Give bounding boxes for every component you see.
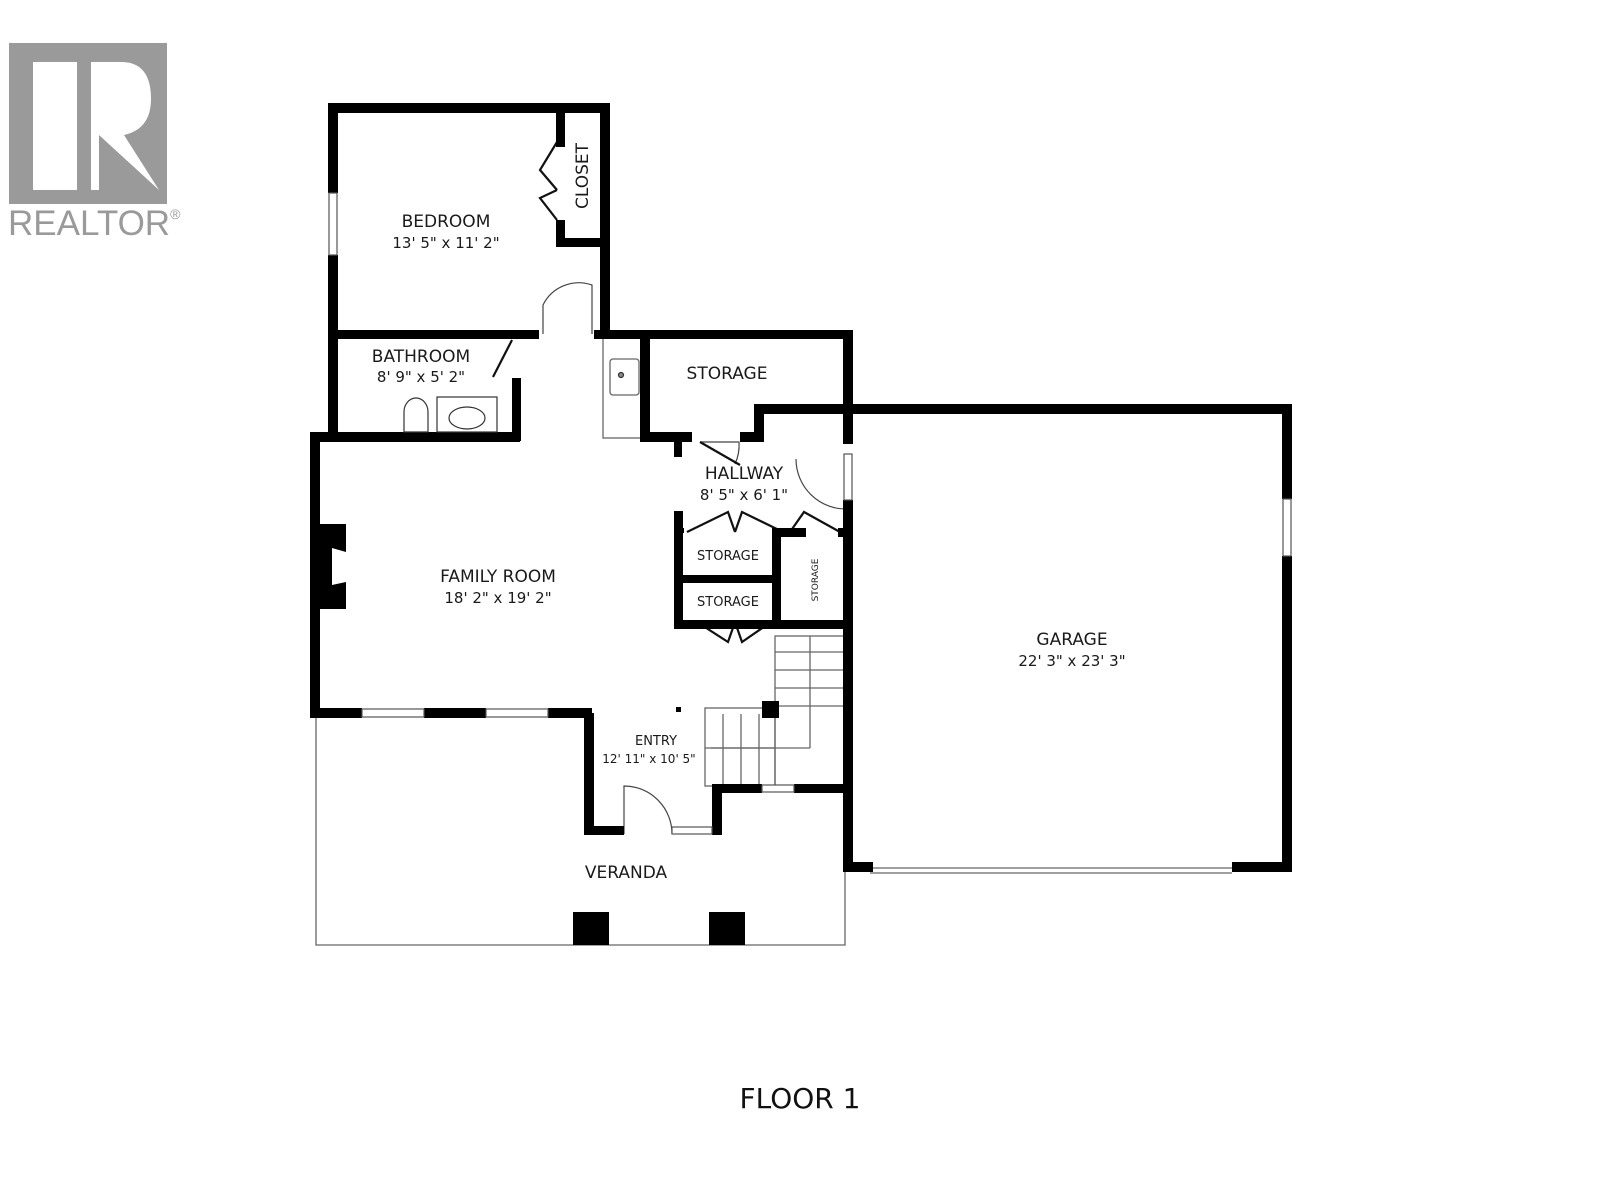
bathroom-label: BATHROOM <box>372 347 470 367</box>
floor-label: FLOOR 1 <box>739 1082 861 1115</box>
bathroom-dims: 8' 9" x 5' 2" <box>377 368 465 386</box>
storage-vertical-label: STORAGE <box>811 558 821 601</box>
family-room-label: FAMILY ROOM <box>440 567 556 587</box>
bathroom-fixtures <box>403 371 625 433</box>
realtor-r-glyph-icon <box>33 62 159 190</box>
garage-label: GARAGE <box>1036 630 1107 650</box>
entry-label: ENTRY <box>635 734 677 749</box>
family-room-dims: 18' 2" x 19' 2" <box>444 589 551 607</box>
realtor-brand-text: REALTOR <box>8 204 171 243</box>
room-labels: BEDROOM 13' 5" x 11' 2" CLOSET BATHROOM … <box>372 142 1126 883</box>
garage-dims: 22' 3" x 23' 3" <box>1018 652 1125 670</box>
walls <box>310 103 1292 945</box>
realtor-logo-icon <box>9 43 167 204</box>
veranda-label: VERANDA <box>585 863 668 883</box>
toilet-icon <box>403 397 429 433</box>
storage-top-label: STORAGE <box>687 364 768 384</box>
fireplace <box>332 548 346 585</box>
registered-mark: ® <box>170 206 181 222</box>
closet-label: CLOSET <box>573 142 593 209</box>
realtor-wordmark: REALTOR® <box>8 204 180 244</box>
bedroom-dims: 13' 5" x 11' 2" <box>392 234 499 252</box>
windows <box>328 192 1292 835</box>
storage-2-label: STORAGE <box>697 595 759 610</box>
bedroom-label: BEDROOM <box>402 212 491 232</box>
sink-basin-icon <box>448 406 486 430</box>
hallway-dims: 8' 5" x 6' 1" <box>700 486 788 504</box>
storage-1-label: STORAGE <box>697 549 759 564</box>
entry-dims: 12' 11" x 10' 5" <box>602 752 695 766</box>
hallway-label: HALLWAY <box>705 464 784 484</box>
